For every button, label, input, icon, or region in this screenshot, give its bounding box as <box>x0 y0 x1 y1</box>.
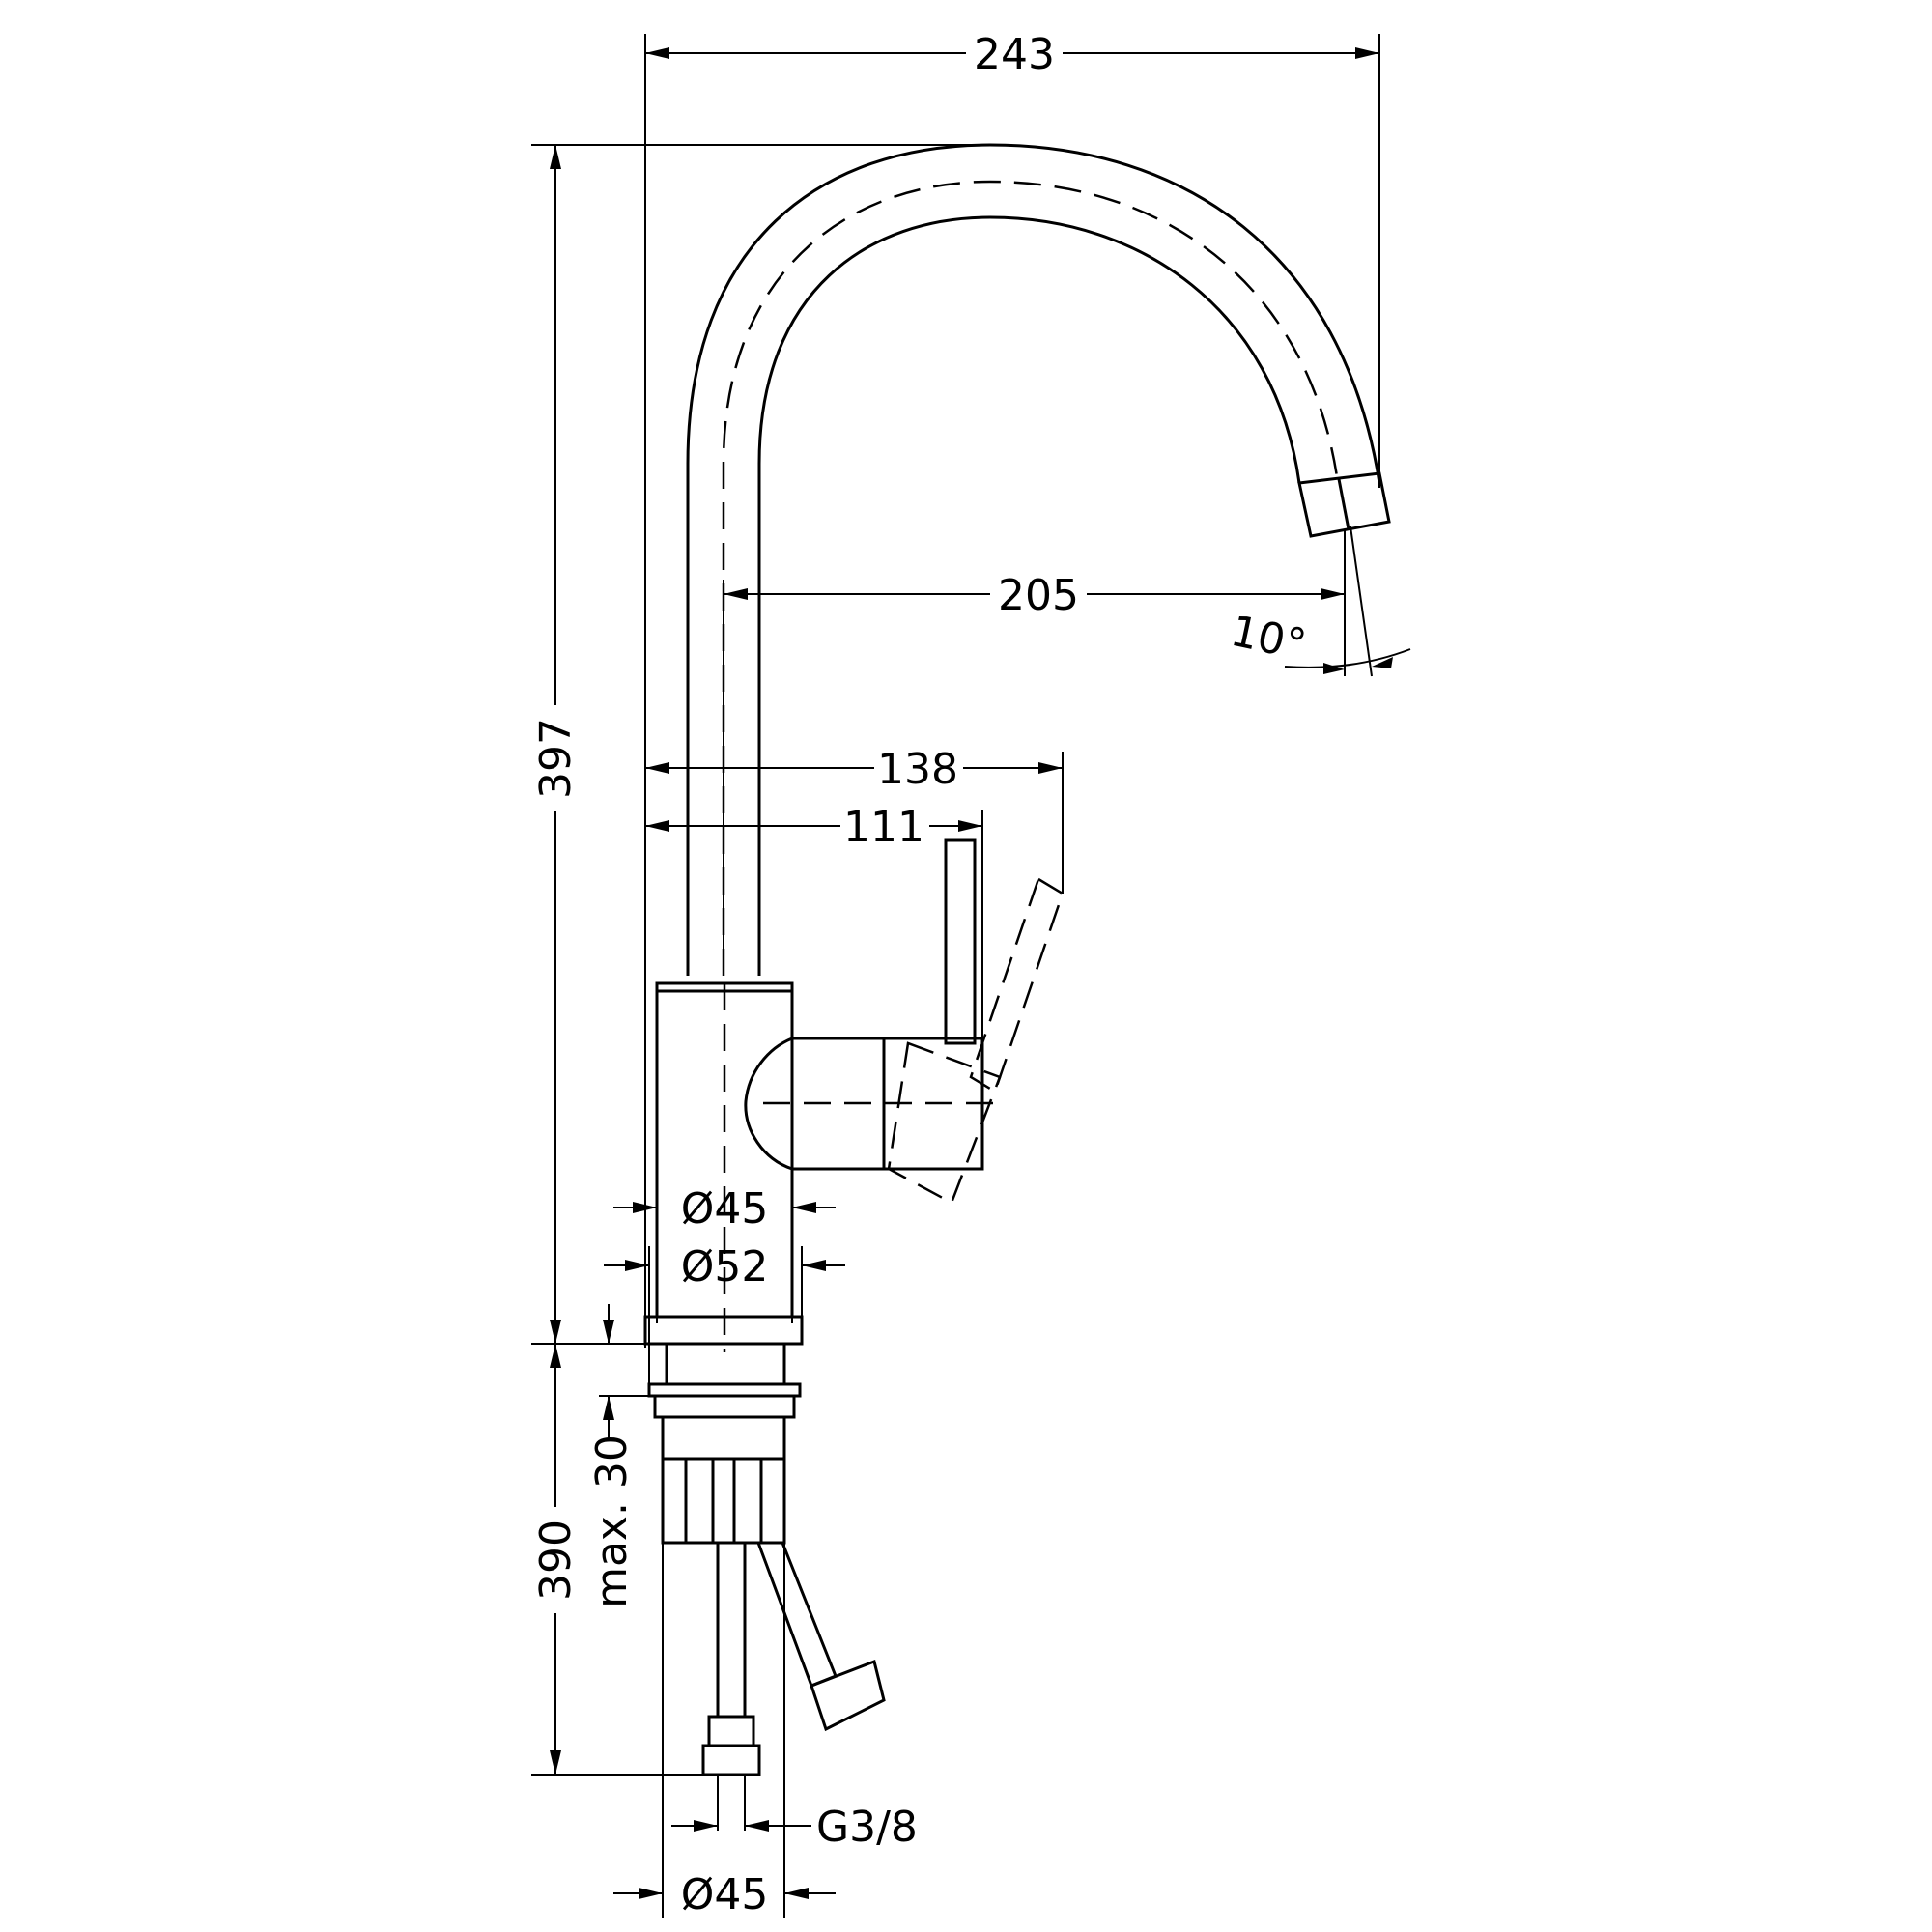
spout-outer-contour <box>686 143 1381 976</box>
faucet-body <box>643 143 1391 1776</box>
dim-diameter-45-top: Ø45 <box>681 1184 769 1234</box>
hose-nut <box>701 1744 761 1776</box>
dim-max-30: max. 30 <box>587 1435 637 1608</box>
lever-handle-tilted <box>969 877 1065 1094</box>
hose-fitting <box>707 1715 755 1747</box>
lever-handle <box>944 838 977 1045</box>
dim-height-390: 390 <box>531 1520 581 1601</box>
dimension-labels: 243 397 205 10° 138 111 Ø45 Ø52 max. 30 … <box>531 29 1310 1919</box>
dim-reach-205: 205 <box>998 571 1079 620</box>
dim-width-243: 243 <box>974 30 1055 79</box>
dim-lever-111: 111 <box>843 803 924 852</box>
angled-hose-nut <box>810 1659 886 1732</box>
spout-centerline <box>722 180 1340 976</box>
spout-inner-contour <box>757 215 1301 976</box>
dim-thread-g38: G3/8 <box>816 1803 918 1852</box>
aerator-nozzle <box>1297 471 1391 538</box>
dim-diameter-45-bottom: Ø45 <box>681 1870 769 1919</box>
washer <box>647 1382 802 1398</box>
dimension-lines <box>531 34 1411 1918</box>
dim-height-397: 397 <box>531 718 581 799</box>
aerator-divider <box>1337 478 1350 530</box>
dim-lever-138: 138 <box>877 745 958 794</box>
cartridge-housing <box>744 1037 886 1171</box>
cartridge-tilted <box>887 1041 1002 1205</box>
dim-angle-10: 10° <box>1227 607 1311 670</box>
dim-diameter-52: Ø52 <box>681 1242 769 1292</box>
supply-hose-angled <box>756 1542 838 1688</box>
washer-lower <box>653 1394 796 1419</box>
supply-hose-vertical <box>716 1541 747 1719</box>
fixing-nut <box>661 1415 786 1545</box>
